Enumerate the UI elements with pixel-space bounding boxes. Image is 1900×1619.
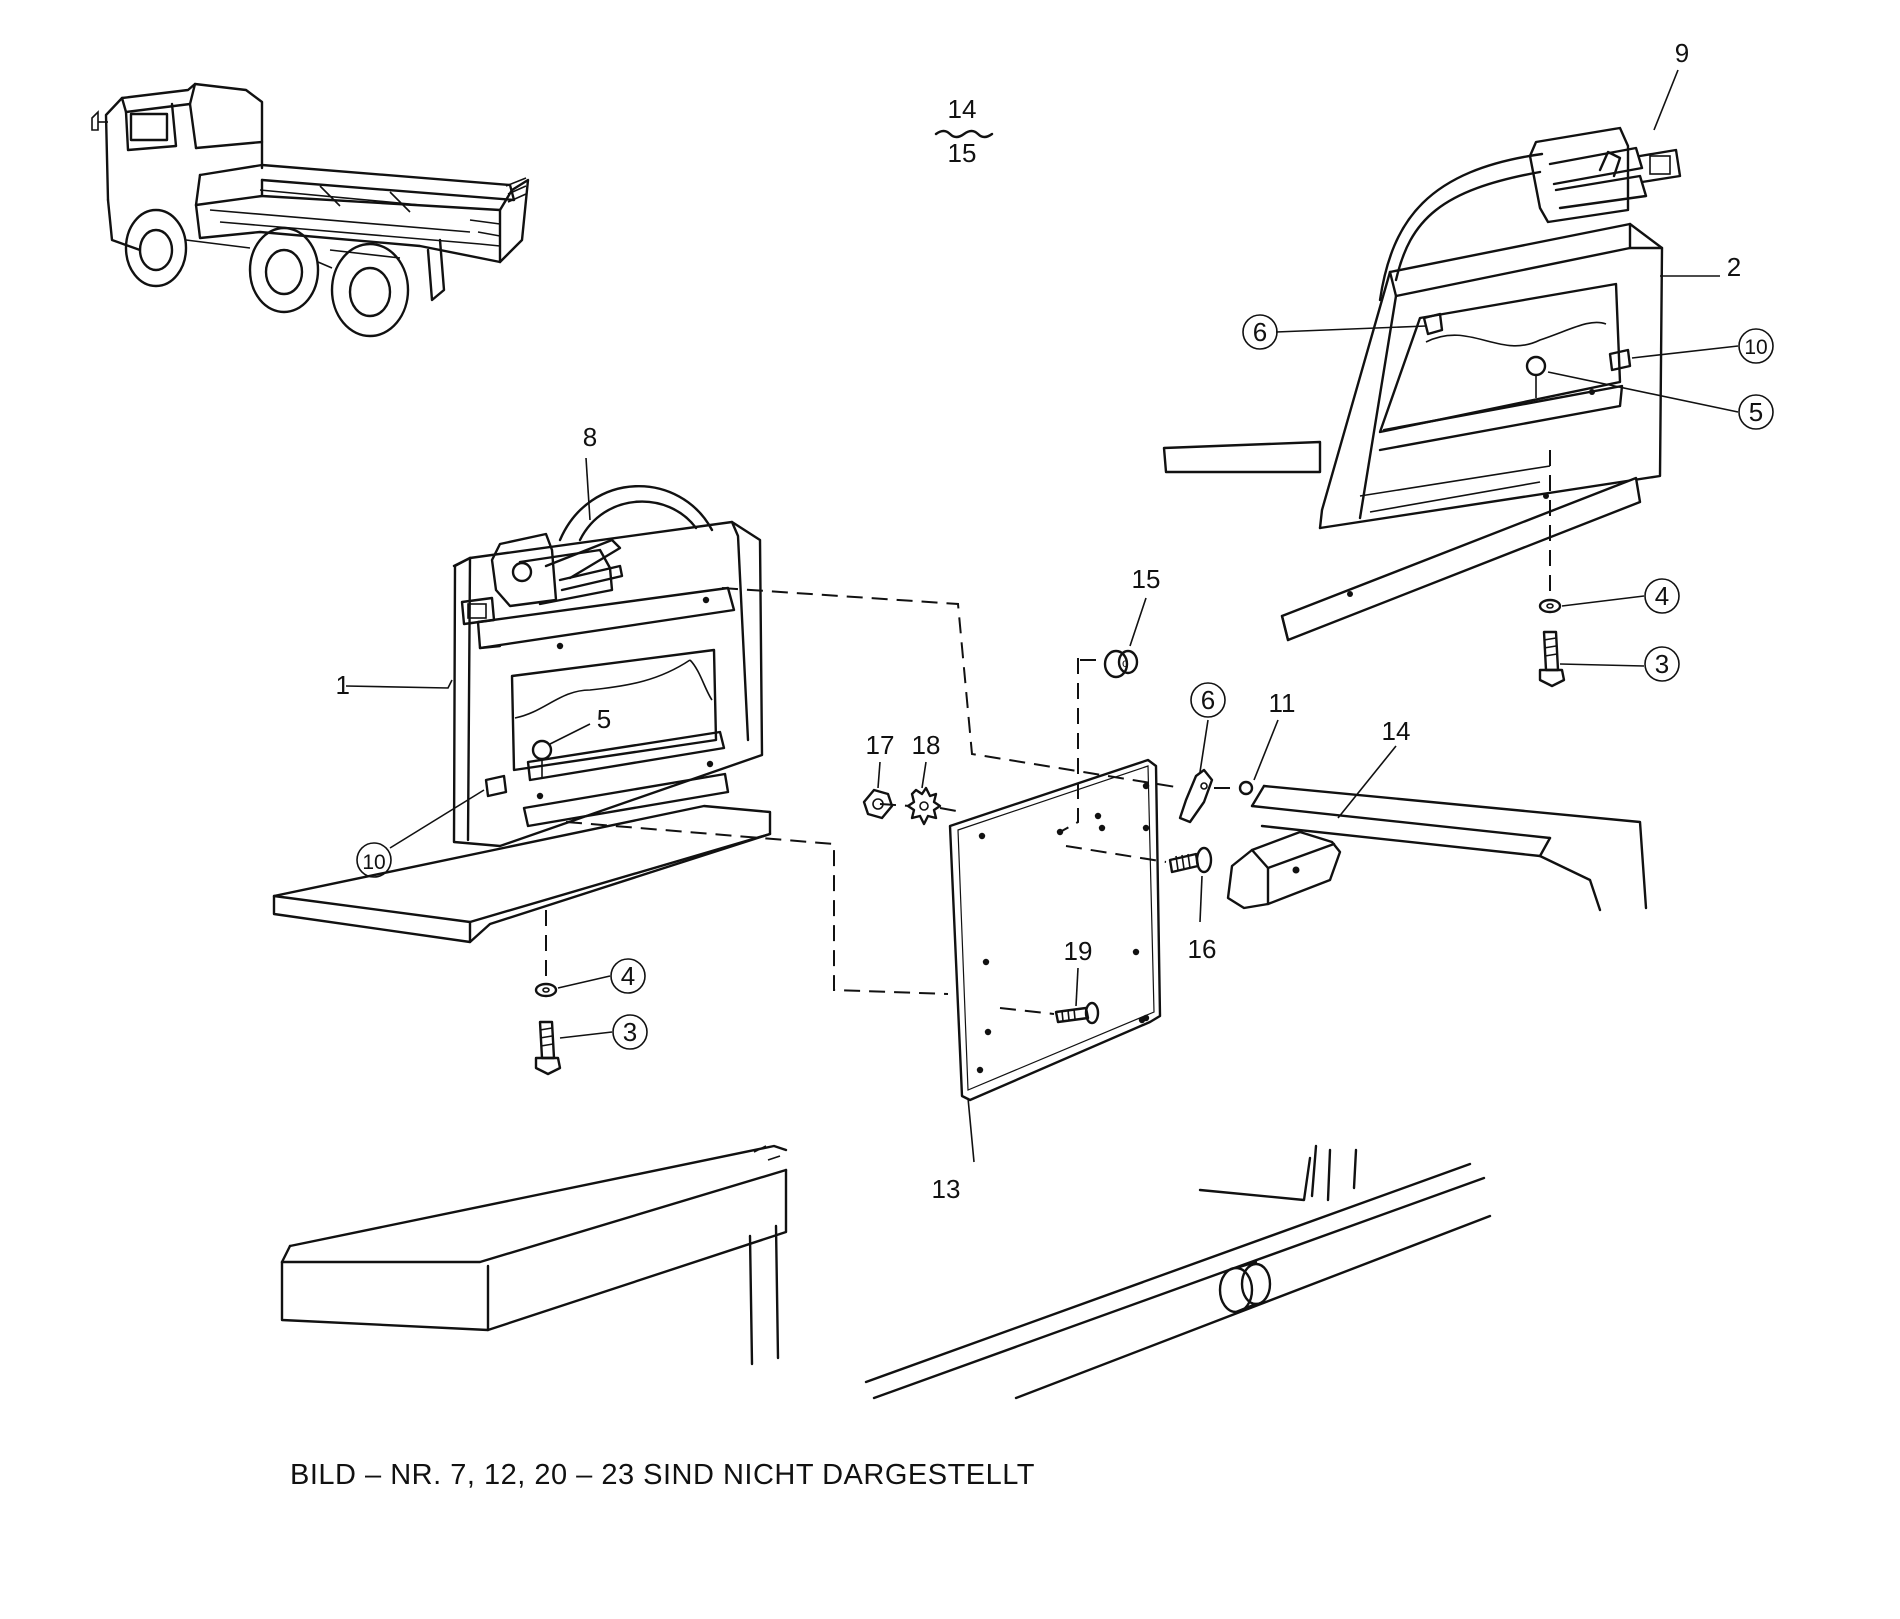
callout-2: 2: [1727, 252, 1741, 282]
leader-4a: [557, 975, 611, 989]
callout-10a: 10: [362, 851, 385, 874]
callout-circle-10a: [356, 842, 392, 878]
left-bracket-assembly: [272, 485, 772, 944]
callout-6a: 6: [1201, 685, 1215, 715]
page-number-bottom: 15: [948, 138, 977, 168]
washer-4-left: [534, 982, 558, 998]
callout-9: 9: [1675, 38, 1689, 68]
truck-thumbnail: [91, 82, 530, 338]
callout-circle-4b: [1644, 578, 1680, 614]
leader-11: [1253, 719, 1279, 781]
callout-3a: 3: [623, 1017, 637, 1047]
callout-5a: 5: [597, 704, 611, 734]
screw-19: [1054, 1001, 1100, 1025]
plate-holes: [976, 782, 1150, 1074]
callout-1: 1: [336, 670, 350, 700]
callout-circle-5b: [1738, 394, 1774, 430]
caption-not-shown-note: BILD – NR. 7, 12, 20 – 23 SIND NICHT DAR…: [290, 1459, 1035, 1491]
callout-11: 11: [1269, 688, 1296, 718]
leader-13: [967, 1097, 975, 1163]
leader-10b: [1631, 345, 1739, 359]
leader-15: [1129, 597, 1147, 647]
callout-6b: 6: [1253, 317, 1267, 347]
leader-6b: [1275, 325, 1427, 333]
callout-circle-3a: [612, 1014, 648, 1050]
callout-circle-10b: [1738, 328, 1774, 364]
page-number-divider: [934, 129, 994, 139]
leader-14: [1337, 745, 1397, 819]
bolt-3-right: [1538, 630, 1566, 688]
callout-5b: 5: [1749, 397, 1763, 427]
grommet-letter: c: [1122, 656, 1128, 670]
leader-lines: [345, 69, 1739, 1163]
callout-18: 18: [912, 730, 941, 760]
callout-8: 8: [583, 422, 597, 452]
callout-circle-4a: [610, 958, 646, 994]
leader-4b: [1561, 595, 1645, 607]
right-bracket-assembly: [1162, 126, 1682, 642]
tail-light: [1226, 830, 1342, 910]
leader-5b: [1547, 371, 1739, 413]
leader-9: [1653, 69, 1679, 131]
grommet-15: c: [1103, 649, 1139, 679]
callout-4a: 4: [621, 961, 635, 991]
leader-5a: [549, 723, 591, 745]
callout-14: 14: [1382, 716, 1411, 746]
assembly-lines: [545, 450, 1551, 1015]
callout-16: 16: [1188, 934, 1217, 964]
callout-15: 15: [1132, 564, 1161, 594]
leader-17: [877, 761, 881, 789]
callout-17: 17: [866, 730, 895, 760]
callout-circle-6b: [1242, 314, 1278, 350]
screw-16: [1168, 846, 1213, 874]
callout-circle-6a: [1190, 682, 1226, 718]
leader-3a: [559, 1031, 613, 1039]
callout-3b: 3: [1655, 649, 1669, 679]
washer-4-right: [1538, 598, 1562, 614]
page-number-top: 14: [948, 94, 977, 124]
callout-10b: 10: [1744, 336, 1767, 359]
callout-circles: [356, 314, 1774, 1050]
leader-19: [1075, 967, 1079, 1007]
leader-16: [1199, 875, 1203, 923]
leader-3b: [1559, 663, 1645, 667]
leader-1: [345, 679, 453, 689]
leader-6a: [1199, 719, 1209, 773]
callout-4b: 4: [1655, 581, 1669, 611]
bolt-3-left: [534, 1020, 562, 1076]
callout-13: 13: [932, 1174, 961, 1204]
toothed-washer-18: [906, 786, 942, 826]
vehicle-frame: [280, 784, 1648, 1400]
callout-19: 19: [1064, 936, 1093, 966]
small-part-11: [1238, 780, 1254, 796]
leader-10a: [389, 789, 485, 849]
mounting-plate-assembly: [948, 758, 1162, 1102]
spring-clip-6: [1178, 768, 1214, 824]
page-number: 14 15: [934, 94, 994, 168]
leader-8: [585, 457, 591, 521]
leader-18: [921, 761, 927, 789]
callout-circle-3b: [1644, 646, 1680, 682]
callout-numbers: 1 8 5 10 4 3 9 2 6 10 5 4 3 15 6 11 14 1…: [336, 38, 1768, 1204]
